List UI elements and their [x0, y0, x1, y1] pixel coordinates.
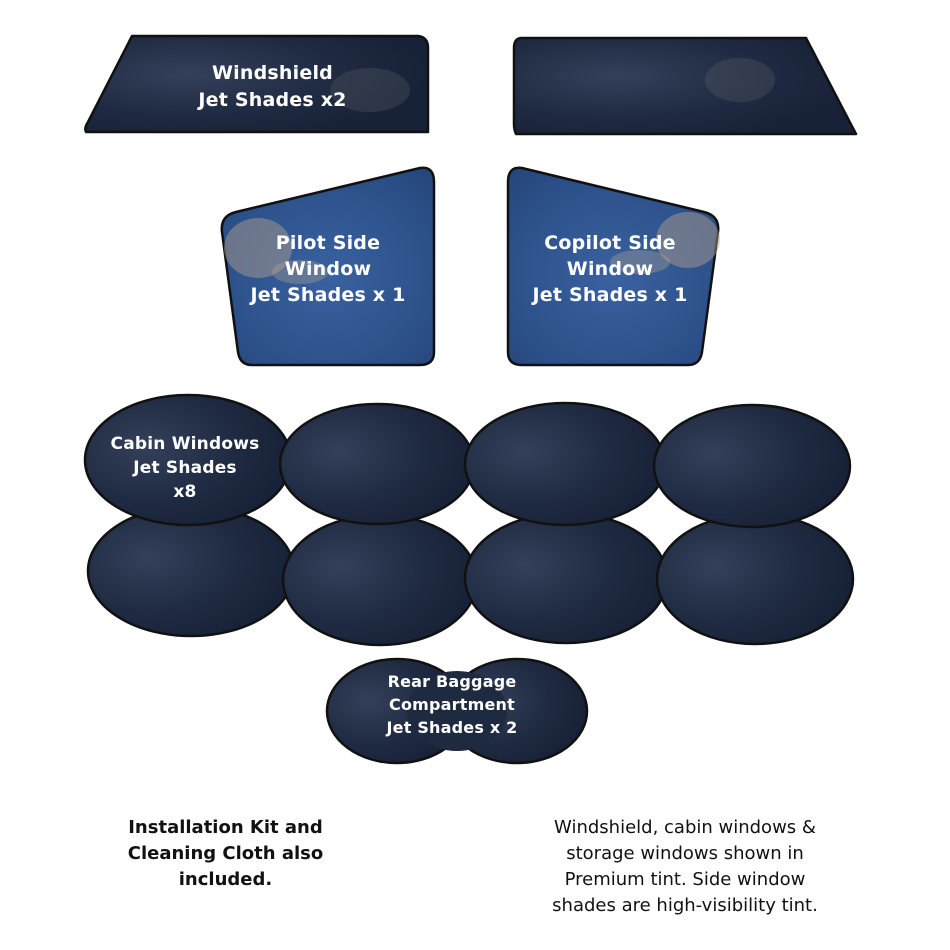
cabin-window-shade — [278, 402, 476, 526]
cabin-window-shade — [281, 513, 479, 647]
copilot-window-cloud — [610, 250, 670, 274]
tint-note: Windshield, cabin windows & storage wind… — [552, 817, 818, 916]
pilot-side-label: Pilot Side Window Jet Shades x 1 — [250, 232, 406, 306]
copilot-side-label: Copilot Side Window Jet Shades x 1 — [532, 232, 688, 306]
kit-note: Installation Kit and Cleaning Cloth also… — [127, 817, 324, 890]
windshield-label: Windshield Jet Shades x2 — [198, 62, 347, 111]
cabin-window-shade — [463, 511, 669, 645]
pilot-window-cloud — [272, 260, 328, 284]
cabin-windows-label: Cabin Windows Jet Shades x8 — [110, 434, 260, 502]
windshield-left-shade — [84, 34, 430, 134]
cabin-window-shade — [655, 512, 855, 646]
cabin-window-shade — [652, 403, 852, 529]
cabin-window-shade — [463, 401, 667, 527]
copilot-side-window-shade — [506, 166, 720, 367]
rear-baggage-label: Rear Baggage Compartment Jet Shades x 2 — [386, 672, 518, 737]
copilot-window-cloud — [656, 212, 720, 268]
windshield-cloud — [705, 58, 775, 102]
pilot-side-window-shade — [220, 166, 436, 367]
rear-baggage-fill — [407, 671, 507, 751]
windshield-cloud — [330, 68, 410, 112]
pilot-window-cloud — [224, 218, 292, 278]
windshield-right-shade — [512, 36, 858, 136]
